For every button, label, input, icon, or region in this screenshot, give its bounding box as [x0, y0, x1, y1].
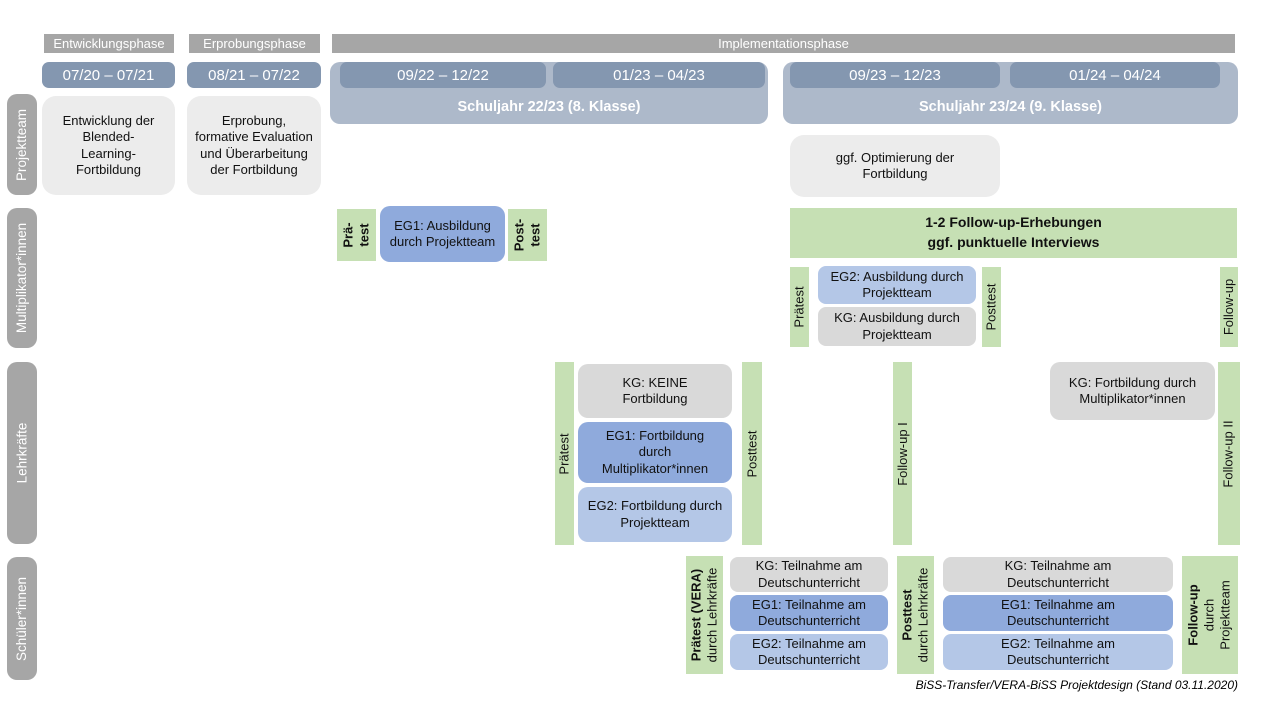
- phase-label-entwicklungsphase: Entwicklungsphase: [53, 36, 165, 51]
- test-bar-text: Follow-up: [1186, 584, 1201, 646]
- followup-band-line2: ggf. punktuelle Interviews: [927, 234, 1100, 250]
- activity-text: EG2: Teilnahme am Deutschunterricht: [752, 635, 866, 667]
- test-bar-followup-schueler: Follow-up durch Projektteam: [1182, 556, 1238, 674]
- activity-text: EG1: Teilnahme am Deutschunterricht: [1001, 596, 1115, 628]
- activity-text: Erprobung, formative Evaluation und Über…: [195, 113, 313, 177]
- test-bar-text: Posttest: [744, 430, 759, 477]
- phase-header-erprobungsphase: Erprobungsphase: [189, 34, 320, 53]
- activity-text: ggf. Optimierung der Fortbildung: [835, 149, 955, 181]
- test-bar-text: Prä-: [340, 222, 356, 248]
- activity-box-kg-deutschunterricht-1: KG: Teilnahme am Deutschunterricht: [730, 557, 888, 592]
- activity-box-eg1-deutschunterricht-2: EG1: Teilnahme am Deutschunterricht: [943, 595, 1173, 631]
- test-bar-followup1-lehrkraefte: Follow-up I: [893, 362, 912, 545]
- activity-box-eg2-deutschunterricht-1: EG2: Teilnahme am Deutschunterricht: [730, 634, 888, 670]
- date-label: 01/23 – 04/23: [613, 66, 705, 84]
- row-label-lehrkraefte: Lehrkräfte: [7, 362, 37, 544]
- test-bar-text: Follow-up I: [894, 421, 910, 486]
- slide-caption: BiSS-Transfer/VERA-BiSS Projektdesign (S…: [915, 678, 1238, 692]
- test-bar-followup2-lehrkraefte: Follow-up II: [1218, 362, 1240, 545]
- date-label: 09/23 – 12/23: [849, 66, 941, 84]
- test-bar-text: Post-: [511, 218, 527, 252]
- activity-text: KG: KEINE Fortbildung: [622, 374, 688, 406]
- date-chip-0923-1223: 09/23 – 12/23: [790, 62, 1000, 88]
- test-bar-text: Follow-up II: [1221, 419, 1237, 488]
- date-label: 01/24 – 04/24: [1069, 66, 1161, 84]
- activity-text: EG1: Ausbildung durch Projektteam: [389, 217, 496, 249]
- activity-box-eg2-fortbildung-projektteam: EG2: Fortbildung durch Projektteam: [578, 487, 732, 542]
- test-bar-posttest-lehrkraefte: Posttest: [742, 362, 762, 545]
- activity-text: EG1: Fortbildung durch Multiplikator*inn…: [601, 428, 709, 476]
- activity-text: KG: Ausbildung durch Projektteam: [834, 310, 960, 342]
- test-bar-posttest-multiplikatoren-1: Post- test: [508, 209, 547, 261]
- activity-box-kg-ausbildung: KG: Ausbildung durch Projektteam: [818, 307, 976, 346]
- test-bar-praetest-lehrkraefte: Prätest: [555, 362, 574, 545]
- followup-band-line1: 1-2 Follow-up-Erhebungen: [925, 214, 1102, 231]
- row-label-schueler: Schüler*innen: [7, 557, 37, 680]
- phase-label-implementationsphase: Implementationsphase: [718, 36, 849, 51]
- row-label-text: Lehrkräfte: [14, 422, 30, 484]
- date-label: 07/20 – 07/21: [62, 66, 155, 84]
- activity-box-kg-fortbildung-multiplikatoren: KG: Fortbildung durch Multiplikator*inne…: [1050, 362, 1215, 420]
- test-bar-text: Posttest: [899, 589, 915, 641]
- activity-text: EG2: Teilnahme am Deutschunterricht: [1001, 635, 1115, 667]
- date-chip-0922-1222: 09/22 – 12/22: [340, 62, 546, 88]
- test-bar-posttest-multiplikatoren-2: Posttest: [982, 267, 1001, 347]
- phase-header-implementationsphase: Implementationsphase: [332, 34, 1235, 53]
- phase-header-entwicklungsphase: Entwicklungsphase: [44, 34, 174, 53]
- row-label-text: Multiplikator*innen: [14, 222, 29, 334]
- date-chip-0123-0423: 01/23 – 04/23: [553, 62, 765, 88]
- test-bar-praetest-multiplikatoren-1: Prä- test: [337, 209, 376, 261]
- date-chip-0720-0721: 07/20 – 07/21: [42, 62, 175, 88]
- date-label: 09/22 – 12/22: [397, 66, 489, 84]
- row-label-text: Projektteam: [14, 108, 29, 181]
- activity-box-optimierung-fortbildung: ggf. Optimierung der Fortbildung: [790, 135, 1000, 197]
- schoolyear-label-22-23: Schuljahr 22/23 (8. Klasse): [457, 99, 641, 115]
- activity-box-eg2-ausbildung: EG2: Ausbildung durch Projektteam: [818, 266, 976, 304]
- activity-text: KG: Teilnahme am Deutschunterricht: [755, 558, 863, 590]
- activity-text: EG2: Fortbildung durch Projektteam: [587, 498, 723, 530]
- test-bar-text: Follow-up: [1221, 278, 1237, 336]
- row-label-multiplikatoren: Multiplikator*innen: [7, 208, 37, 348]
- activity-text: EG2: Ausbildung durch Projektteam: [830, 268, 964, 300]
- followup-band-erhebungen: 1-2 Follow-up-Erhebungen ggf. punktuelle…: [790, 208, 1237, 258]
- test-bar-posttest-schueler: Posttest durch Lehrkräfte: [897, 556, 934, 674]
- test-bar-subtext: durch Lehrkräfte: [915, 567, 931, 663]
- test-bar-text: Prätest (VERA): [688, 568, 704, 662]
- test-bar-praetest-multiplikatoren-2: Prätest: [790, 267, 809, 347]
- test-bar-subtext: durch: [1202, 598, 1217, 632]
- test-bar-text: test: [356, 223, 372, 247]
- activity-box-eg1-deutschunterricht-1: EG1: Teilnahme am Deutschunterricht: [730, 595, 888, 631]
- activity-box-entwicklung-fortbildung: Entwicklung der Blended-Learning-Fortbil…: [42, 96, 175, 195]
- test-bar-text: Posttest: [983, 283, 999, 331]
- activity-box-kg-keine-fortbildung: KG: KEINE Fortbildung: [578, 364, 732, 418]
- activity-box-erprobung-evaluation: Erprobung, formative Evaluation und Über…: [187, 96, 321, 195]
- test-bar-subtext: durch Lehrkräfte: [704, 567, 720, 663]
- test-bar-text: test: [527, 223, 543, 247]
- schoolyear-label-23-24: Schuljahr 23/24 (9. Klasse): [919, 99, 1102, 115]
- activity-box-eg2-deutschunterricht-2: EG2: Teilnahme am Deutschunterricht: [943, 634, 1173, 670]
- activity-box-kg-deutschunterricht-2: KG: Teilnahme am Deutschunterricht: [943, 557, 1173, 592]
- row-label-projektteam: Projektteam: [7, 94, 37, 195]
- activity-text: KG: Teilnahme am Deutschunterricht: [1004, 558, 1112, 590]
- test-bar-followup-multiplikatoren: Follow-up: [1220, 267, 1238, 347]
- test-bar-subtext: Projektteam: [1218, 580, 1233, 650]
- activity-text: Entwicklung der Blended-Learning-Fortbil…: [62, 113, 155, 177]
- row-label-text: Schüler*innen: [14, 576, 29, 661]
- activity-text: KG: Fortbildung durch Multiplikator*inne…: [1068, 374, 1197, 406]
- activity-box-eg1-ausbildung: EG1: Ausbildung durch Projektteam: [380, 206, 505, 262]
- activity-text: EG1: Teilnahme am Deutschunterricht: [752, 596, 866, 628]
- test-bar-text: Prätest: [791, 286, 807, 328]
- date-chip-0821-0722: 08/21 – 07/22: [187, 62, 321, 88]
- phase-label-erprobungsphase: Erprobungsphase: [203, 36, 306, 51]
- test-bar-text: Prätest: [556, 432, 572, 475]
- test-bar-praetest-vera-schueler: Prätest (VERA) durch Lehrkräfte: [686, 556, 723, 674]
- date-chip-0124-0424: 01/24 – 04/24: [1010, 62, 1220, 88]
- date-label: 08/21 – 07/22: [208, 66, 300, 84]
- activity-box-eg1-fortbildung-multiplikatoren: EG1: Fortbildung durch Multiplikator*inn…: [578, 422, 732, 483]
